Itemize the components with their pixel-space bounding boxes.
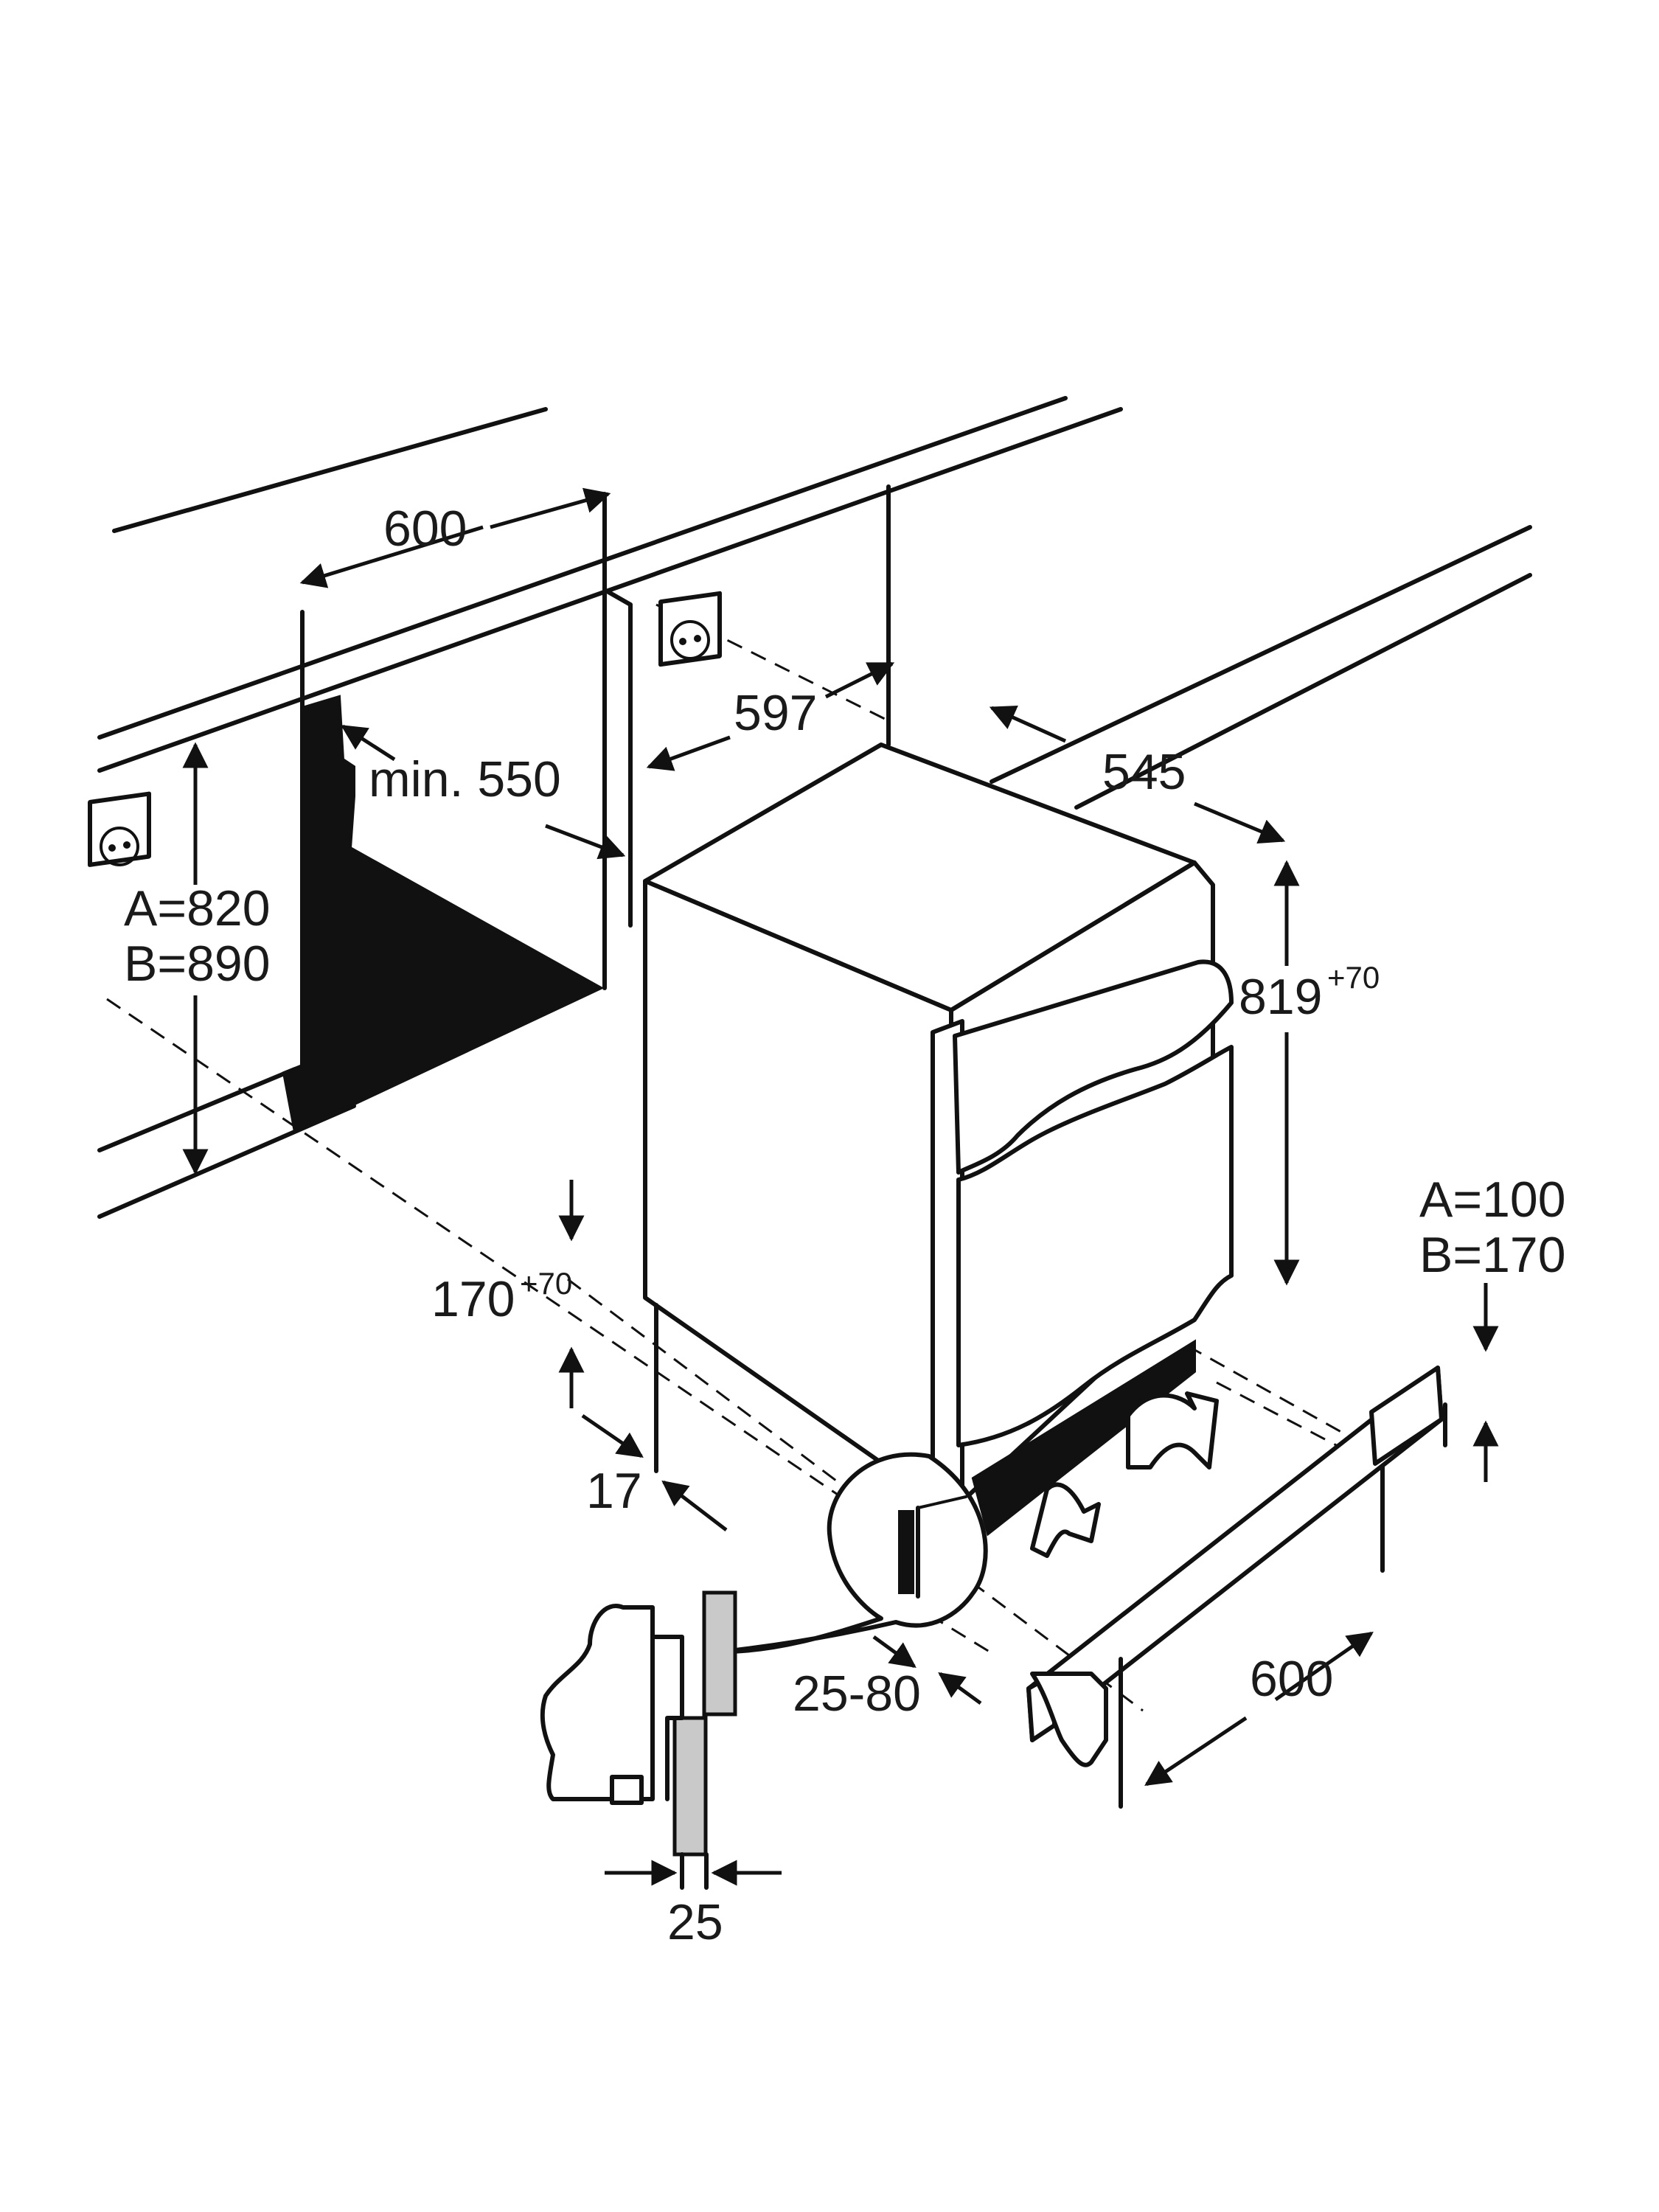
door-setback-label: 17 xyxy=(586,1463,642,1519)
hinge-detail xyxy=(540,1590,737,1890)
appliance-body xyxy=(643,742,1234,1573)
plinth-height-label: 170 xyxy=(431,1271,515,1327)
appliance-height-tolerance: +70 xyxy=(1327,960,1380,995)
niche-depth-label: min. 550 xyxy=(369,751,561,807)
niche-width-label: 600 xyxy=(383,501,467,557)
appliance-width-label: 597 xyxy=(734,685,817,741)
detail-gap-label: 25 xyxy=(667,1894,723,1950)
niche-height-b-label: B=890 xyxy=(124,936,271,992)
vent-gap-label: 25-80 xyxy=(793,1666,921,1722)
plinth-cut-a-label: A=100 xyxy=(1419,1172,1566,1228)
appliance-depth-label: 545 xyxy=(1102,744,1186,800)
plinth-width-label: 600 xyxy=(1250,1651,1333,1707)
detail-callout xyxy=(720,1452,988,1654)
power-socket-icon xyxy=(88,791,151,867)
niche-height-a-label: A=820 xyxy=(124,880,271,936)
plinth-cut-b-label: B=170 xyxy=(1419,1227,1566,1283)
plinth-height-tolerance: +70 xyxy=(520,1266,572,1301)
dimension-lines xyxy=(182,487,1499,1886)
plinth xyxy=(1026,1366,1447,1809)
appliance-height-label: 819 xyxy=(1239,969,1322,1025)
niche-cavity xyxy=(282,484,891,1134)
airflow-in-arrow-icon xyxy=(1030,1482,1101,1558)
power-socket-icon xyxy=(658,591,722,667)
airflow-out-arrow-icon xyxy=(1126,1391,1219,1470)
